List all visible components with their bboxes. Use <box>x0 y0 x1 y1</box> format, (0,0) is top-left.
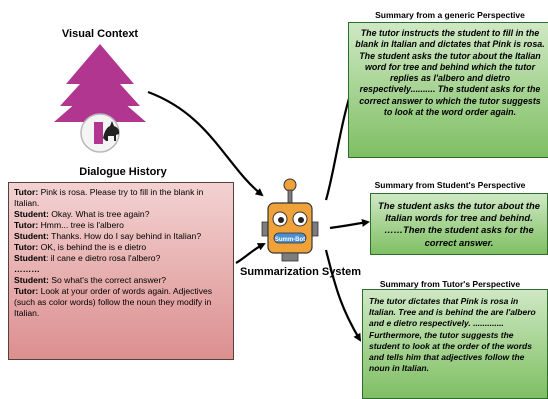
student-summary-title: Summary from Student's Perspective <box>374 180 526 190</box>
dialogue-line: Tutor: Look at your order of words again… <box>14 286 213 318</box>
dialogue-line: Student: So what's the correct answer? <box>14 275 167 285</box>
tutor-summary-box: The tutor dictates that Pink is rosa in … <box>362 289 548 399</box>
summarization-system-title: Summarization System <box>240 266 362 278</box>
dog-behind-tree-icon <box>80 113 120 153</box>
context-to-system-arrow <box>147 90 264 197</box>
dialogue-to-system-arrow <box>235 243 266 264</box>
dialogue-line: ……… <box>14 264 40 274</box>
dialogue-line: Student: Okay. What is tree again? <box>14 209 150 219</box>
system-to-tutor-arrow <box>324 249 362 342</box>
dialogue-line: Student: il cane e dietro rosa l'albero? <box>14 253 161 263</box>
robot-label: Summ-Bot <box>275 237 305 243</box>
robot-icon: Summ-Bot <box>261 178 319 262</box>
dialogue-line: Tutor: OK, is behind the is e dietro <box>14 242 147 252</box>
dialogue-history-title: Dialogue History <box>79 166 167 178</box>
dialogue-line: Tutor: Hmm... tree is l'albero <box>14 220 124 230</box>
student-summary-box: The student asks the tutor about the Ita… <box>370 193 548 255</box>
dialogue-history-box: Tutor: Pink is rosa. Please try to fill … <box>8 182 234 360</box>
generic-summary-box: The tutor instructs the student to fill … <box>348 22 548 158</box>
dialogue-line: Tutor: Pink is rosa. Please try to fill … <box>14 187 204 208</box>
tutor-summary-title: Summary from Tutor's Perspective <box>379 279 521 289</box>
visual-context-title: Visual Context <box>61 28 139 40</box>
generic-summary-title: Summary from a generic Perspective <box>375 10 525 20</box>
dialogue-line: Student: Thanks. How do I say behind in … <box>14 231 202 241</box>
system-to-student-arrow <box>329 218 370 230</box>
